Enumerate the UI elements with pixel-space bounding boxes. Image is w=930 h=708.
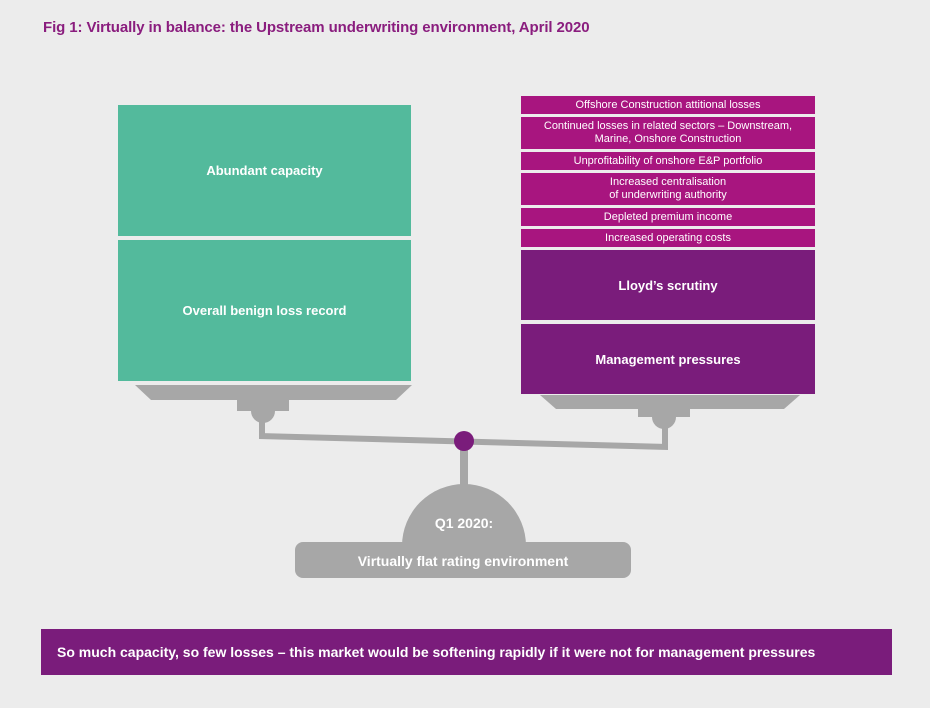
right-block-offshore-construction: Offshore Construction attitional losses — [521, 96, 815, 114]
right-block-related-sector-losses: Continued losses in related sectors – Do… — [521, 117, 815, 149]
scale-dome — [402, 484, 526, 546]
scale-base — [295, 542, 631, 578]
scale-stand — [460, 446, 468, 492]
base-period-label: Q1 2020: — [434, 515, 494, 531]
right-block-operating-costs: Increased operating costs — [521, 229, 815, 247]
right-tray-knob — [652, 417, 676, 429]
base-description-label: Virtually flat rating environment — [357, 553, 569, 569]
right-block-onshore-unprofitability: Unprofitability of onshore E&P portfolio — [521, 152, 815, 170]
right-block-centralisation: Increased centralisation of underwriting… — [521, 173, 815, 205]
left-tray-mount — [237, 400, 289, 411]
figure-title: Fig 1: Virtually in balance: the Upstrea… — [43, 19, 590, 36]
right-tray-mount — [638, 409, 690, 417]
right-block-management-pressures: Management pressures — [521, 324, 815, 394]
right-block-lloyds-scrutiny: Lloyd’s scrutiny — [521, 250, 815, 320]
footer-banner: So much capacity, so few losses – this m… — [41, 629, 892, 675]
right-hanger — [662, 427, 668, 444]
left-tray — [135, 385, 412, 400]
right-block-depleted-premium: Depleted premium income — [521, 208, 815, 226]
right-tray — [540, 395, 800, 409]
left-block-abundant-capacity: Abundant capacity — [118, 105, 411, 236]
left-hanger — [259, 420, 265, 437]
left-tray-knob — [251, 411, 275, 423]
left-block-benign-loss-record: Overall benign loss record — [118, 240, 411, 381]
pivot-dot — [454, 431, 474, 451]
